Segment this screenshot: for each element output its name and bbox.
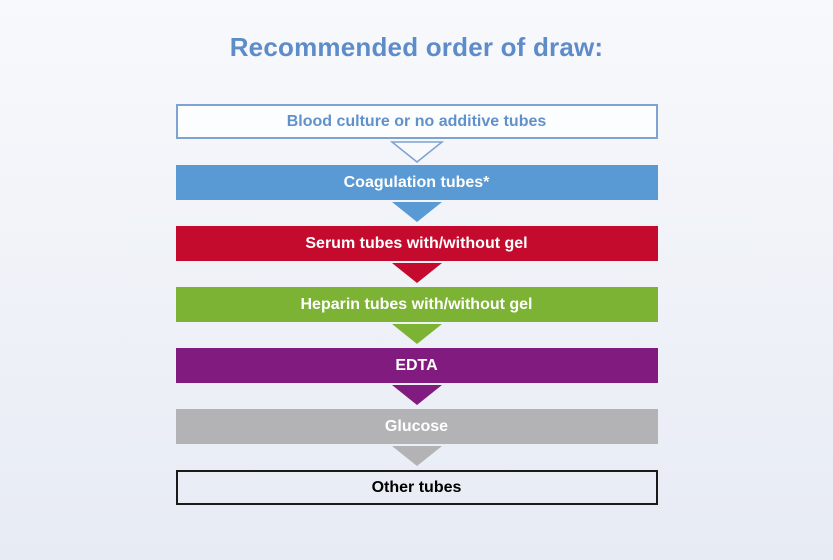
- flow-step-box: Heparin tubes with/without gel: [175, 287, 658, 322]
- flow-step-box: EDTA: [175, 348, 658, 383]
- down-arrow-icon: [176, 261, 658, 287]
- down-arrow-icon: [176, 444, 658, 470]
- down-arrow-icon: [176, 322, 658, 348]
- flow-step-box: Serum tubes with/without gel: [175, 226, 658, 261]
- flow-step-box: Blood culture or no additive tubes: [175, 104, 658, 139]
- down-arrow-icon: [176, 200, 658, 226]
- down-arrow-icon: [176, 383, 658, 409]
- page-title: Recommended order of draw:: [229, 32, 604, 62]
- flow-step-box: Coagulation tubes*: [175, 165, 658, 200]
- flow-step-box: Glucose: [175, 409, 658, 444]
- flow-step-box: Other tubes: [175, 470, 658, 505]
- down-arrow-icon: [176, 139, 658, 165]
